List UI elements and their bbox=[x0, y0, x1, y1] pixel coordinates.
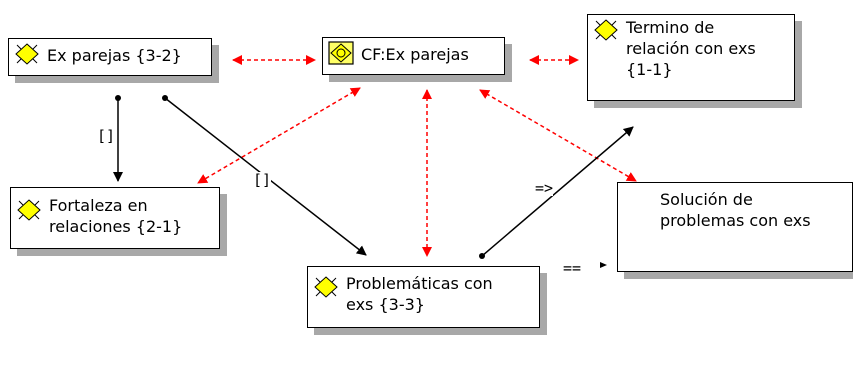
link-cf-fortaleza[interactable] bbox=[197, 87, 361, 184]
link-problematicas-termino[interactable] bbox=[481, 126, 634, 257]
edge-label-problematicas-solucion: == bbox=[563, 259, 582, 277]
code-family-icon bbox=[328, 41, 354, 65]
link-origin-dot bbox=[162, 95, 168, 101]
node-cf-ex-parejas[interactable]: CF:Ex parejas bbox=[322, 37, 505, 75]
code-star-icon bbox=[17, 199, 41, 221]
node-label: CF:Ex parejas bbox=[361, 45, 469, 64]
node-label: Termino de relación con exs {1-1} bbox=[626, 18, 756, 79]
link-cf-solucion[interactable] bbox=[479, 89, 637, 182]
node-ex-parejas[interactable]: Ex parejas {3-2} bbox=[8, 38, 212, 76]
node-label: Solución de problemas con exs bbox=[660, 190, 811, 230]
link-origin-dot bbox=[479, 253, 485, 259]
edge-label-ex-problematicas: [] bbox=[253, 171, 272, 189]
edge-label-ex-fortaleza: [] bbox=[97, 127, 116, 145]
node-label: Problemáticas con exs {3-3} bbox=[346, 274, 493, 314]
code-star-icon bbox=[314, 276, 338, 298]
link-stub-arrow bbox=[600, 262, 607, 268]
code-star-icon bbox=[594, 19, 618, 41]
node-label: Ex parejas {3-2} bbox=[47, 46, 182, 65]
node-solucion[interactable]: Solución de problemas con exs bbox=[617, 182, 853, 272]
link-origin-dot bbox=[115, 95, 121, 101]
node-problematicas[interactable]: Problemáticas con exs {3-3} bbox=[307, 266, 540, 328]
node-label: Fortaleza en relaciones {2-1} bbox=[49, 196, 183, 236]
code-star-icon bbox=[15, 43, 39, 65]
node-fortaleza[interactable]: Fortaleza en relaciones {2-1} bbox=[10, 187, 220, 249]
node-termino[interactable]: Termino de relación con exs {1-1} bbox=[587, 14, 795, 101]
edge-label-problematicas-termino: => bbox=[535, 179, 554, 197]
